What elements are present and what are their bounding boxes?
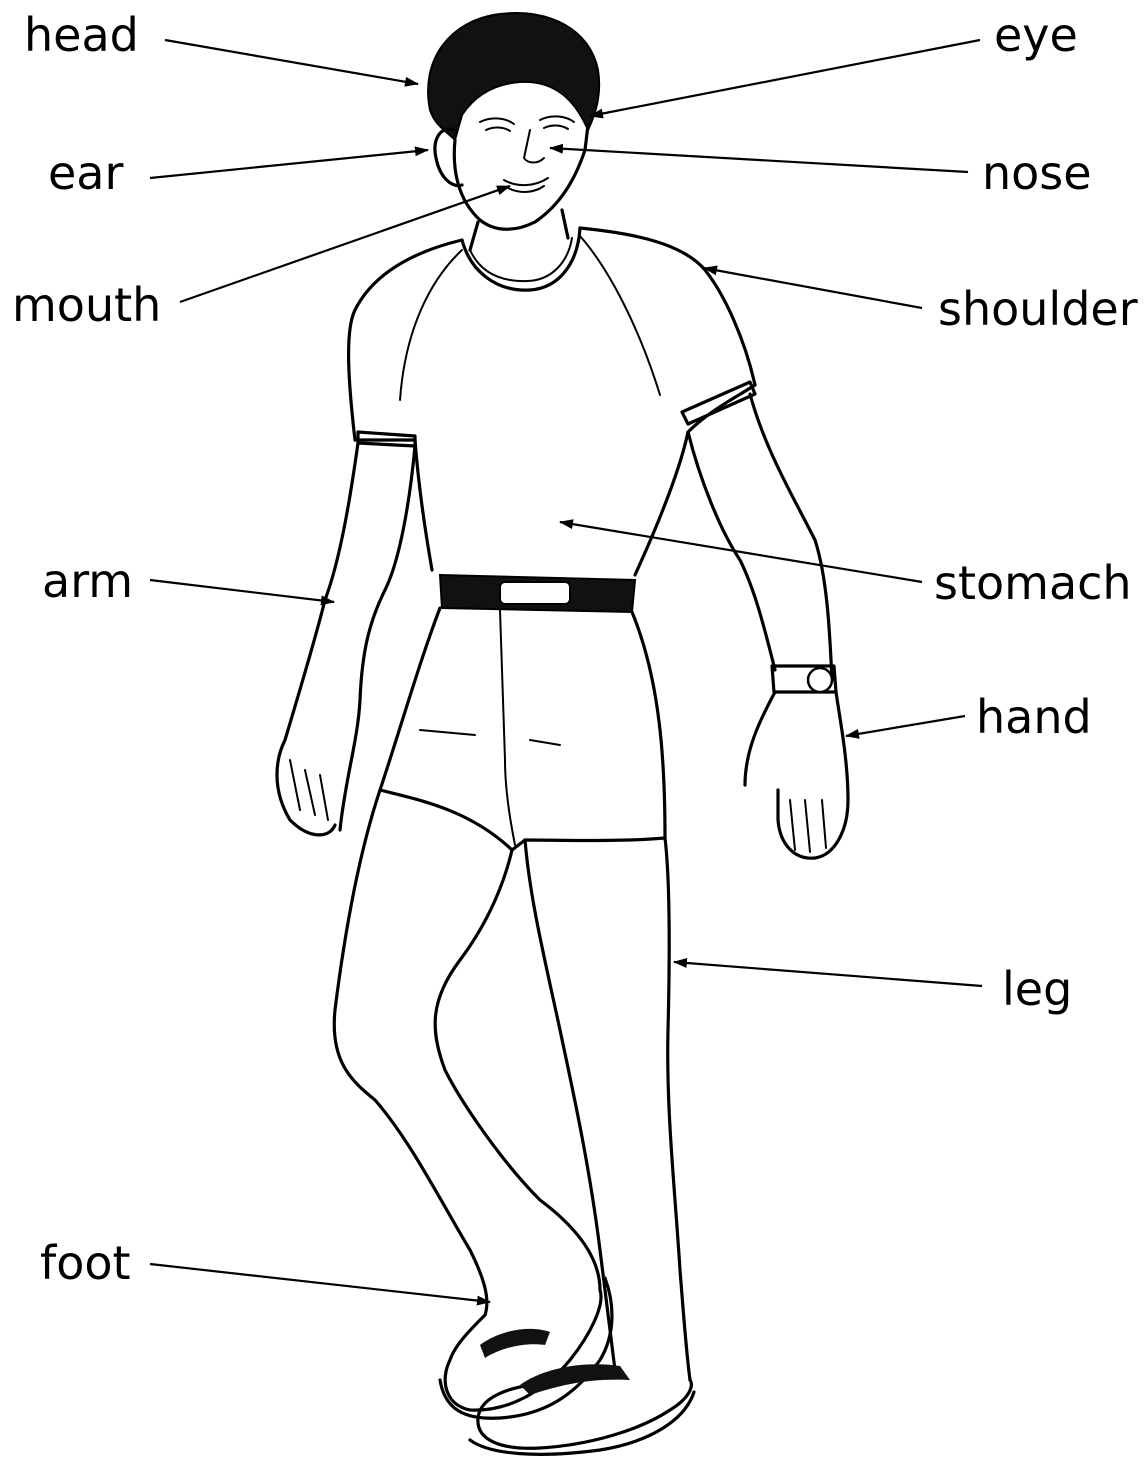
label-stomach: stomach: [934, 560, 1132, 606]
arrow-hand: [846, 716, 965, 736]
arrow-nose: [550, 148, 968, 172]
label-ear: ear: [48, 150, 123, 196]
arrow-head: [165, 40, 418, 84]
label-mouth: mouth: [12, 282, 161, 328]
arrow-foot: [150, 1264, 490, 1302]
ear-shape: [435, 129, 462, 185]
label-nose: nose: [982, 150, 1092, 196]
arrow-stomach: [560, 522, 922, 582]
arrow-arm: [150, 580, 334, 602]
right-foot: [478, 1370, 692, 1448]
left-foot: [445, 1290, 601, 1410]
left-arm: [277, 443, 358, 835]
label-eye: eye: [994, 12, 1078, 58]
label-leg: leg: [1002, 966, 1072, 1012]
arrow-shoulder: [704, 268, 922, 308]
shorts-outline: [380, 608, 665, 850]
label-head: head: [24, 12, 139, 58]
label-shoulder: shoulder: [938, 286, 1138, 332]
arrow-mouth: [180, 186, 510, 302]
left-leg: [334, 790, 487, 1315]
label-hand: hand: [976, 694, 1092, 740]
arrow-eye: [590, 40, 980, 116]
label-foot: foot: [40, 1240, 131, 1286]
label-arm: arm: [42, 558, 133, 604]
arrow-ear: [150, 150, 428, 178]
face-outline: [454, 125, 588, 229]
arrow-leg: [674, 962, 982, 986]
right-arm: [750, 394, 832, 680]
